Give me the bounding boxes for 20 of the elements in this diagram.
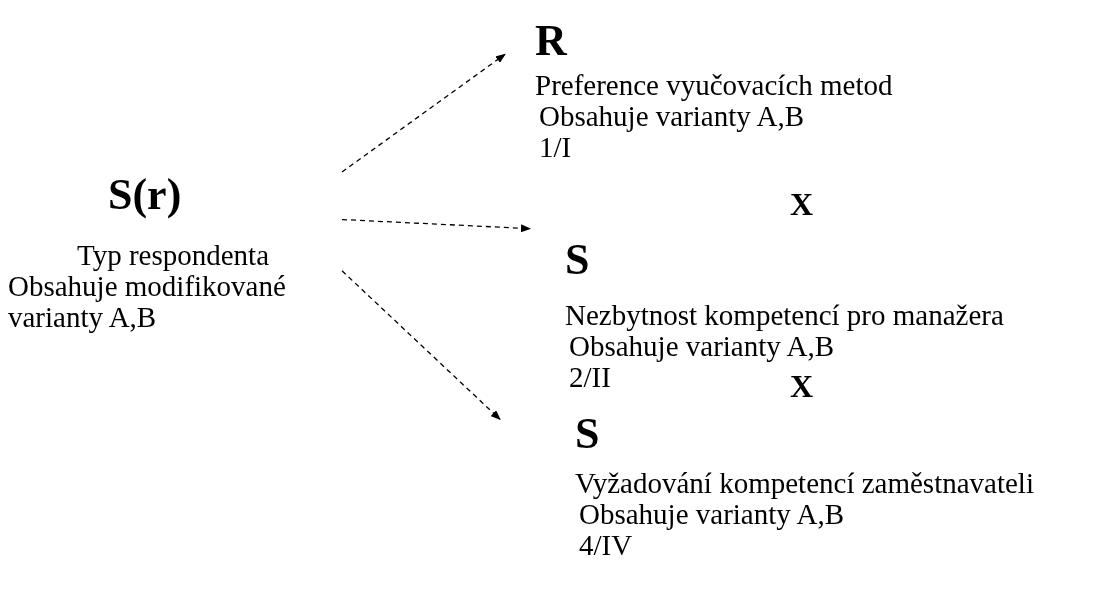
node-text: 1/I <box>538 132 572 163</box>
node-text: Preference vyučovacích metod <box>535 70 893 101</box>
dashed-arrow <box>341 218 531 233</box>
node-text: 2/II <box>568 362 611 393</box>
node-text: Typ respondenta <box>76 240 270 271</box>
node-text: Nezbytnost kompetencí pro manažera <box>565 300 1004 331</box>
node-title: S(r) <box>108 169 182 221</box>
node-title: S <box>575 408 600 460</box>
node-text: 4/IV <box>578 530 633 561</box>
node-text: Obsahuje varianty A,B <box>538 101 804 132</box>
node-text: Obsahuje modifikované varianty A,B <box>8 271 287 333</box>
node-text: Vyžadování kompetencí zaměstnavateli <box>575 468 1034 499</box>
dashed-arrow <box>341 53 506 173</box>
node-title: R <box>535 15 567 67</box>
cross-symbol-label: X <box>790 368 814 405</box>
dashed-arrow <box>341 270 501 420</box>
node-text: Obsahuje varianty A,B <box>569 331 834 362</box>
node-title: S <box>565 234 590 286</box>
cross-symbol-label: X <box>790 186 814 223</box>
node-text: Obsahuje varianty A,B <box>579 499 844 530</box>
